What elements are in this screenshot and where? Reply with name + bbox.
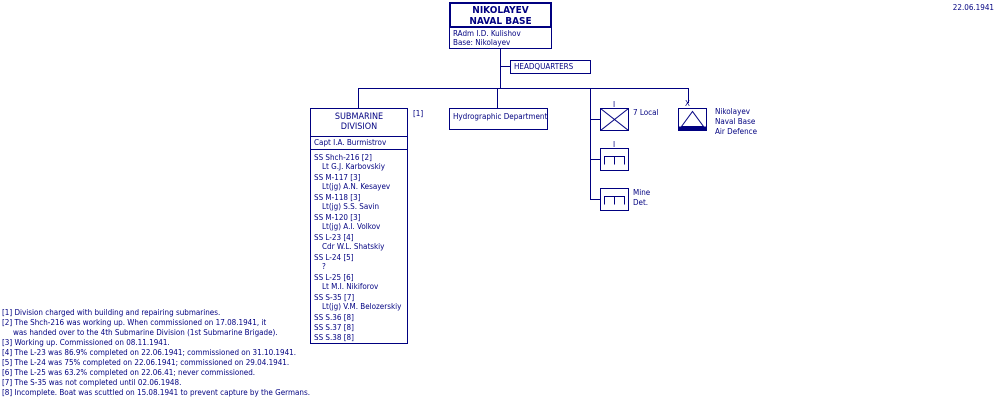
- boat-name: SS S.37 [8]: [314, 323, 354, 332]
- root-title-box: NIKOLAYEV NAVAL BASE: [449, 2, 552, 28]
- footnote-line: [7] The S-35 was not completed until 02.…: [2, 378, 182, 387]
- stub-unit-two: [590, 159, 600, 160]
- air-defence-line1: Nikolayev: [715, 107, 751, 116]
- headquarters-label: HEADQUARTERS: [514, 62, 574, 71]
- boat-commander: Lt(jg) A.N. Kesayev: [322, 182, 391, 191]
- infantry-symbol-icon: [600, 108, 629, 131]
- root-title-line2: NAVAL BASE: [469, 16, 532, 27]
- naval-unit-icon: [600, 148, 629, 171]
- submarine-commander-box: Capt I.A. Burmistrov: [310, 136, 408, 150]
- hydrographic-label: Hydrographic Department: [453, 112, 548, 121]
- submarine-division-title-box: SUBMARINE DIVISION: [310, 108, 408, 137]
- submarine-commander: Capt I.A. Burmistrov: [314, 138, 387, 147]
- drop-hydrographic: [497, 88, 498, 108]
- root-base: Base: Nikolayev: [453, 38, 511, 47]
- boat-name: SS M-120 [3]: [314, 213, 361, 222]
- submarine-boats-box: SS Shch-216 [2]Lt G.J. Karbovskiy SS M-11…: [310, 149, 408, 344]
- submarine-note-ref: [1]: [413, 109, 424, 118]
- boat-name: SS Shch-216 [2]: [314, 153, 372, 162]
- boat-name: SS M-118 [3]: [314, 193, 361, 202]
- footnote-line: [5] The L-24 was 75% completed on 22.06.…: [2, 358, 290, 367]
- drop-submarine: [358, 88, 359, 108]
- boat-commander: Lt(jg) V.M. Belozerskiy: [322, 302, 402, 311]
- footnote-line: [4] The L-23 was 86.9% completed on 22.0…: [2, 348, 297, 357]
- boat-commander: Lt(jg) A.I. Volkov: [322, 222, 381, 231]
- drop-units: [590, 88, 591, 199]
- headquarters-box: HEADQUARTERS: [510, 60, 591, 74]
- boat-name: SS S.36 [8]: [314, 313, 354, 322]
- boat-commander: Lt G.J. Karbovskiy: [322, 162, 386, 171]
- footnote-line: was handed over to the 4th Submarine Div…: [13, 328, 278, 337]
- footnote-line: [8] Incomplete. Boat was scuttled on 15.…: [2, 388, 310, 397]
- local-echelon: I: [613, 100, 616, 109]
- root-info-box: RAdm I.D. Kulishov Base: Nikolayev: [449, 27, 552, 49]
- unit-two-echelon: I: [613, 140, 616, 149]
- drop-air-defence: [688, 88, 689, 103]
- local-label: 7 Local: [633, 108, 659, 117]
- air-defence-echelon: X: [685, 99, 690, 108]
- air-defence-line2: Naval Base: [715, 117, 756, 126]
- footnote-line: [3] Working up. Commissioned on 08.11.19…: [2, 338, 170, 347]
- root-commander: RAdm I.D. Kulishov: [453, 29, 521, 38]
- boat-commander: Lt M.I. Nikiforov: [322, 282, 379, 291]
- boat-name: SS L-23 [4]: [314, 233, 354, 242]
- hydrographic-box: Hydrographic Department: [449, 108, 548, 130]
- boat-name: SS L-25 [6]: [314, 273, 354, 282]
- footnote-line: [6] The L-25 was 63.2% completed on 22.0…: [2, 368, 256, 377]
- submarine-title-line2: DIVISION: [340, 122, 378, 132]
- stub-mine: [590, 199, 600, 200]
- boat-name: SS S-35 [7]: [314, 293, 355, 302]
- root-title-line1: NIKOLAYEV: [472, 5, 529, 16]
- submarine-title-line1: SUBMARINE: [334, 112, 384, 122]
- footnote-line: [2] The Shch-216 was working up. When co…: [2, 318, 267, 327]
- boat-commander: Lt(jg) S.S. Savin: [322, 202, 380, 211]
- mine-label-line1: Mine: [633, 188, 651, 197]
- boat-name: SS S.38 [8]: [314, 333, 354, 342]
- air-defence-line3: Air Defence: [715, 127, 758, 136]
- branch-bus: [358, 88, 689, 89]
- boat-commander: ?: [322, 262, 326, 271]
- air-defence-icon: [678, 108, 707, 131]
- boat-commander: Cdr W.L. Shatskiy: [322, 242, 385, 251]
- date-label: 22.06.1941: [952, 3, 994, 12]
- stub-local: [590, 119, 600, 120]
- boat-name: SS M-117 [3]: [314, 173, 361, 182]
- root-connector: [500, 49, 501, 88]
- footnote-line: [1] Division charged with building and r…: [2, 308, 221, 317]
- mine-label-line2: Det.: [633, 198, 649, 207]
- boat-name: SS L-24 [5]: [314, 253, 354, 262]
- hq-tick: [500, 66, 510, 67]
- mine-unit-icon: [600, 188, 629, 211]
